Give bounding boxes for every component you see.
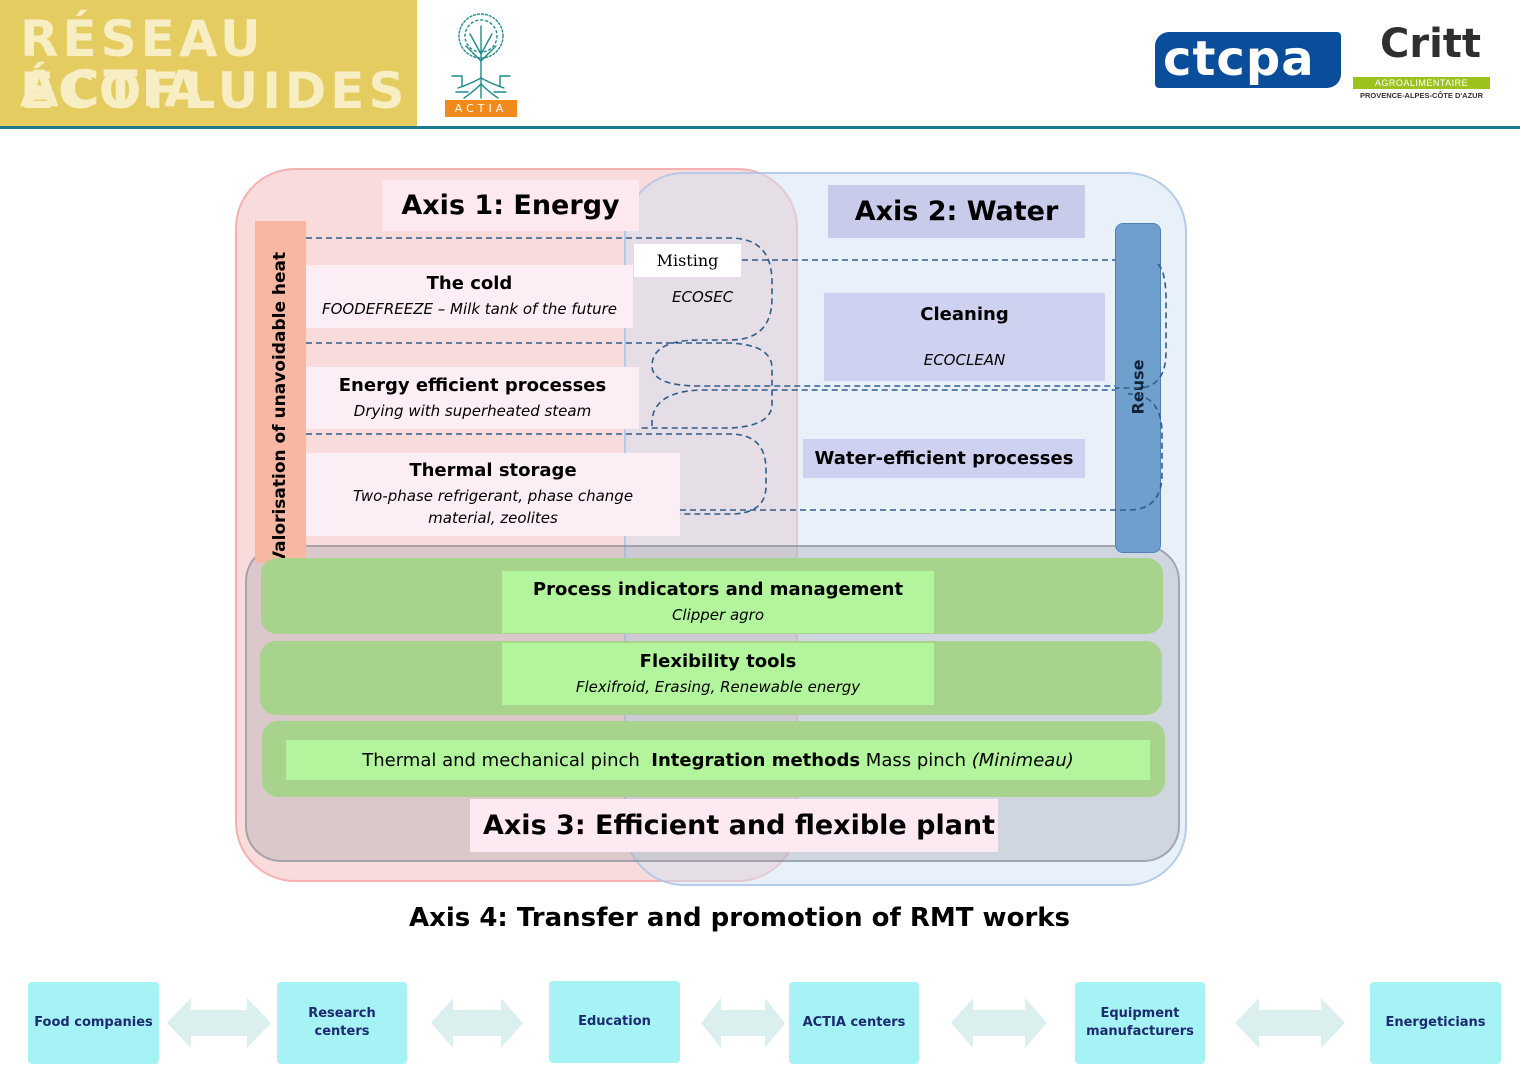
brand-title-line1: RÉSEAU ACTIA (20, 10, 265, 118)
double-arrow-icon (1235, 998, 1345, 1048)
actor-equipment-manufacturers: Equipment manufacturers (1075, 982, 1205, 1064)
actor-actia-centers: ACTIA centers (789, 982, 919, 1064)
card-thermal-title: Thermal storage (409, 460, 577, 481)
header-divider (0, 126, 1520, 129)
card-eep-subtitle: Drying with superheated steam (353, 401, 592, 420)
double-arrow-icon (167, 998, 271, 1048)
integration-post: Mass pinch (865, 749, 966, 771)
ctcpa-logo-text: ctcpa (1163, 28, 1315, 90)
tree-icon (451, 13, 511, 99)
card-cleaning-title: Cleaning (920, 303, 1009, 325)
heat-valorisation-bar (255, 221, 306, 563)
critt-logo-tag: AGROALIMENTAIRE (1353, 77, 1490, 89)
card-water-efficient-processes: Water-efficient processes (803, 439, 1085, 478)
double-arrow-icon (951, 998, 1047, 1048)
card-thermal-storage: Thermal storage Two-phase refrigerant, p… (306, 453, 680, 536)
critt-logo-region: PROVENCE-ALPES-CÔTE D'AZUR (1359, 91, 1484, 100)
misting-label: Misting (634, 244, 741, 277)
card-flex-title: Flexibility tools (639, 650, 797, 672)
brand-banner: RÉSEAU ACTIA ÉCOFLUIDES (0, 0, 417, 126)
card-energy-efficient-processes: Energy efficient processes Drying with s… (306, 367, 639, 429)
double-arrow-icon (701, 998, 785, 1048)
actor-energeticians: Energeticians (1370, 982, 1501, 1064)
integration-pre: Thermal and mechanical pinch (362, 749, 640, 771)
card-process-indicators: Process indicators and management Clippe… (502, 571, 934, 633)
brand-title-line2: ÉCOFLUIDES (20, 62, 409, 120)
card-flexibility-tools: Flexibility tools Flexifroid, Erasing, R… (502, 643, 934, 705)
axis1-title: Axis 1: Energy (382, 180, 639, 231)
actor-food-companies: Food companies (28, 982, 159, 1064)
ecosec-label: ECOSEC (672, 288, 734, 306)
card-thermal-subtitle: Two-phase refrigerant, phase change mate… (352, 487, 634, 527)
card-pim-subtitle: Clipper agro (671, 605, 765, 624)
card-flex-subtitle: Flexifroid, Erasing, Renewable energy (575, 677, 861, 696)
card-the-cold-title: The cold (426, 273, 513, 294)
integration-title: Integration methods (651, 749, 861, 771)
ctcpa-logo-word: ctcpa (1163, 31, 1315, 87)
card-the-cold-subtitle: FOODEFREEZE – Milk tank of the future (321, 300, 617, 318)
axis4-title: Axis 4: Transfer and promotion of RMT wo… (409, 903, 1071, 933)
card-cleaning: Cleaning ECOCLEAN (824, 293, 1105, 381)
axis2-title: Axis 2: Water (828, 185, 1085, 238)
card-eep-title: Energy efficient processes (338, 374, 607, 396)
card-the-cold: The cold FOODEFREEZE – Milk tank of the … (306, 265, 633, 328)
actor-research-centers: Research centers (277, 982, 407, 1064)
double-arrow-icon (431, 998, 523, 1048)
card-integration-methods: Thermal and mechanical pinch Integration… (286, 740, 1150, 780)
axis3-title: Axis 3: Efficient and flexible plant (470, 799, 998, 852)
actor-education: Education (549, 981, 680, 1063)
ctcpa-logo (1155, 32, 1341, 88)
critt-logo-word: Critt (1380, 21, 1482, 67)
actia-logo-label: ACTIA (445, 100, 517, 117)
card-cleaning-subtitle: ECOCLEAN (923, 350, 1006, 369)
integration-italic: (Minimeau) (971, 749, 1074, 771)
card-pim-title: Process indicators and management (532, 578, 904, 600)
